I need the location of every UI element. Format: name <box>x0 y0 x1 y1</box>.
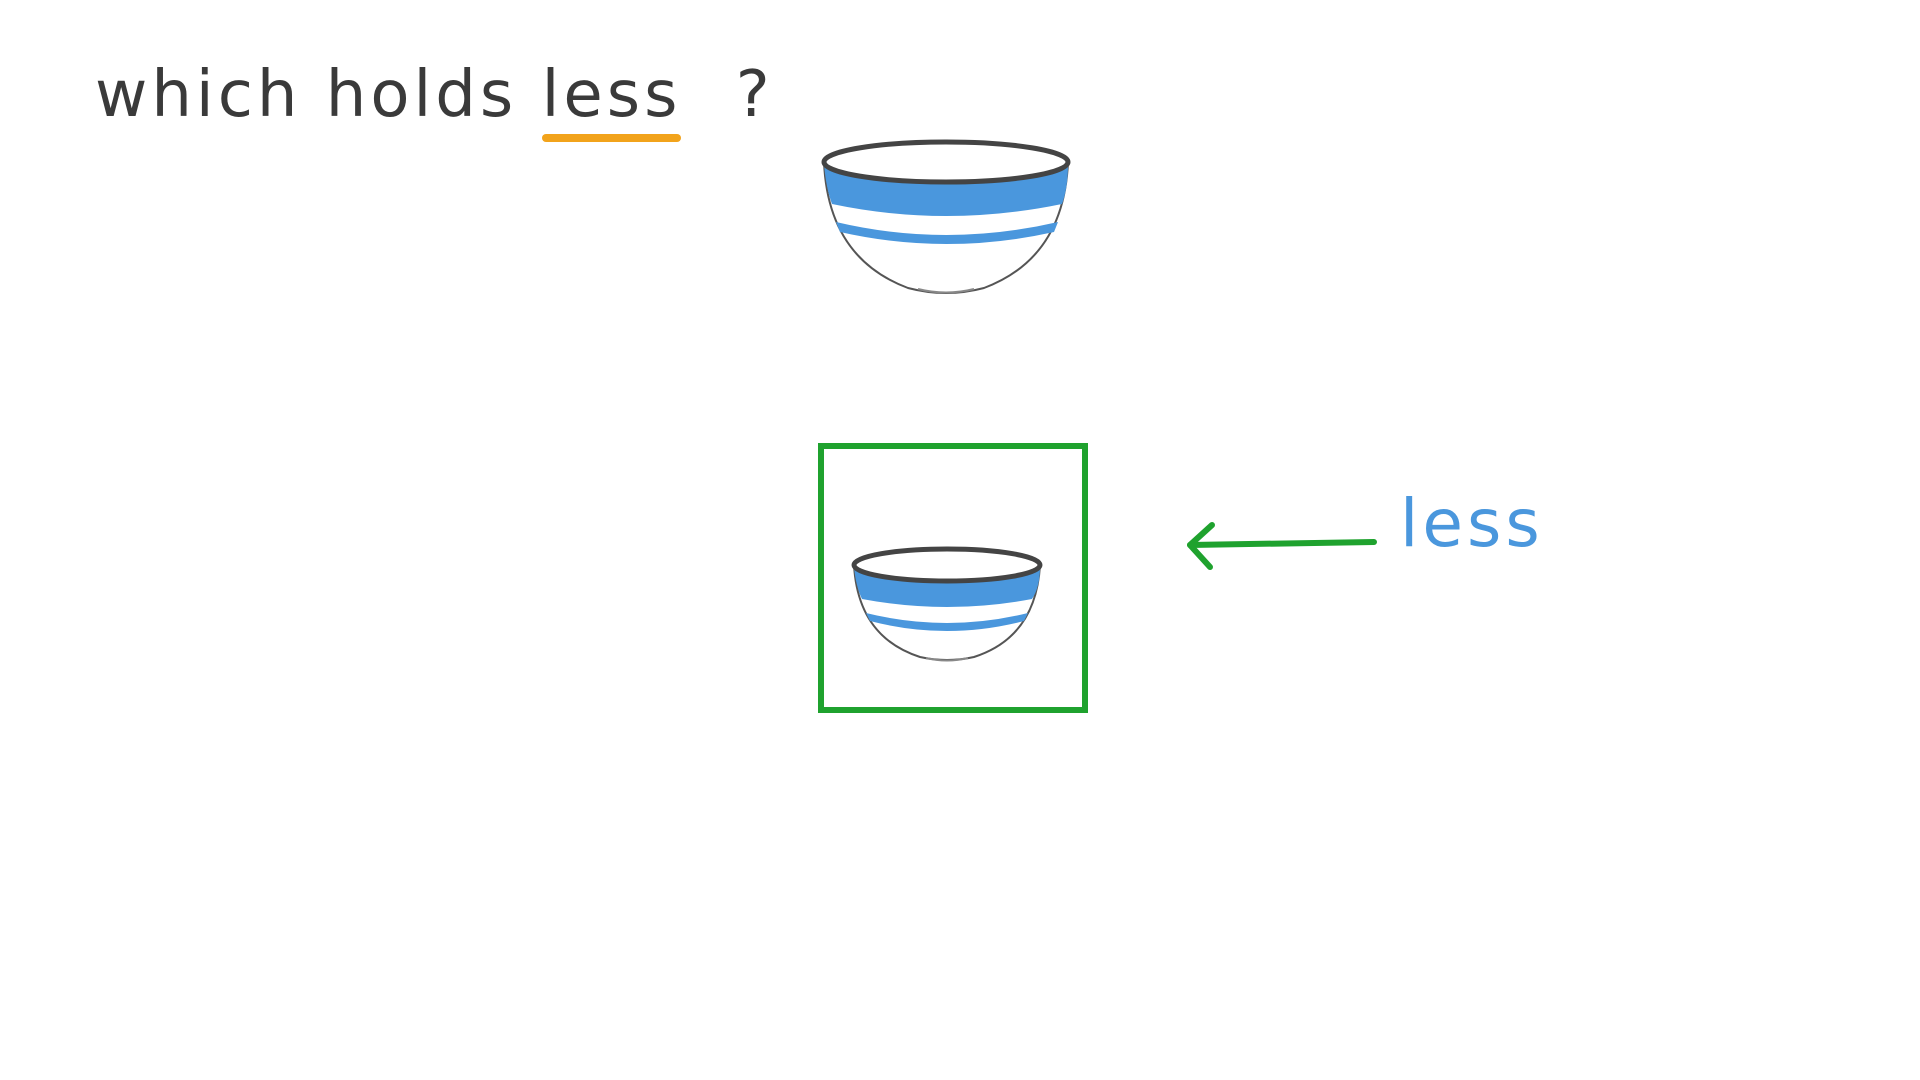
question-mark: ? <box>735 58 774 132</box>
question-highlight: less <box>541 58 682 142</box>
question-prefix: which holds <box>95 58 518 132</box>
question-title: which holds less ? <box>95 58 774 142</box>
arrow-left-icon <box>1187 522 1377 570</box>
answer-label: less <box>1400 485 1544 562</box>
large-bowl-icon[interactable] <box>818 138 1074 298</box>
answer-highlight-box <box>818 443 1088 713</box>
small-bowl-icon[interactable] <box>850 545 1044 665</box>
